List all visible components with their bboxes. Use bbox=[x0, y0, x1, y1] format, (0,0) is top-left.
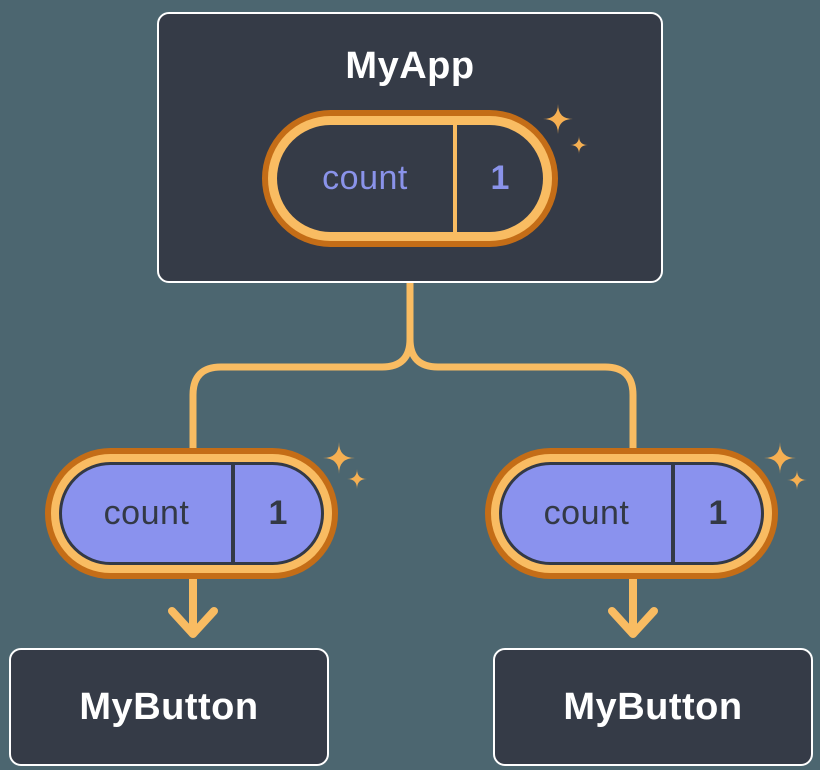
state-pill-root: count 1 bbox=[262, 110, 558, 247]
state-name: count bbox=[103, 494, 190, 532]
state-value: 1 bbox=[490, 159, 510, 197]
component-node-myapp: MyApp count 1 bbox=[157, 12, 663, 283]
state-name: count bbox=[543, 494, 630, 532]
arrow-left-head-icon bbox=[168, 607, 218, 638]
connector-right-branch bbox=[406, 283, 637, 455]
state-value: 1 bbox=[268, 494, 288, 532]
arrow-right-head-icon bbox=[608, 607, 658, 638]
sparkle-icon bbox=[787, 470, 807, 490]
state-pill-ring: count 1 bbox=[491, 454, 772, 573]
component-node-mybutton-right: MyButton bbox=[493, 648, 813, 766]
state-pill-body: count 1 bbox=[59, 462, 324, 565]
state-name: count bbox=[322, 159, 408, 197]
component-node-mybutton-left: MyButton bbox=[9, 648, 329, 766]
component-title: MyButton bbox=[79, 686, 259, 728]
pill-divider bbox=[231, 465, 235, 562]
state-pill-ring: count 1 bbox=[51, 454, 332, 573]
state-pill-right-child: count 1 bbox=[485, 448, 778, 579]
state-value: 1 bbox=[708, 494, 728, 532]
sparkle-icon bbox=[323, 442, 355, 474]
sparkle-icon bbox=[347, 469, 367, 489]
pill-divider bbox=[453, 125, 457, 232]
state-pill-left-child: count 1 bbox=[45, 448, 338, 579]
sparkle-icon bbox=[764, 442, 796, 474]
state-pill-body: count 1 bbox=[499, 462, 764, 565]
state-pill-ring: count 1 bbox=[268, 116, 552, 241]
pill-divider bbox=[671, 465, 675, 562]
component-title: MyButton bbox=[563, 686, 743, 728]
state-pill-body: count 1 bbox=[277, 125, 543, 232]
component-title: MyApp bbox=[345, 45, 475, 87]
connector-left-branch bbox=[189, 283, 414, 455]
